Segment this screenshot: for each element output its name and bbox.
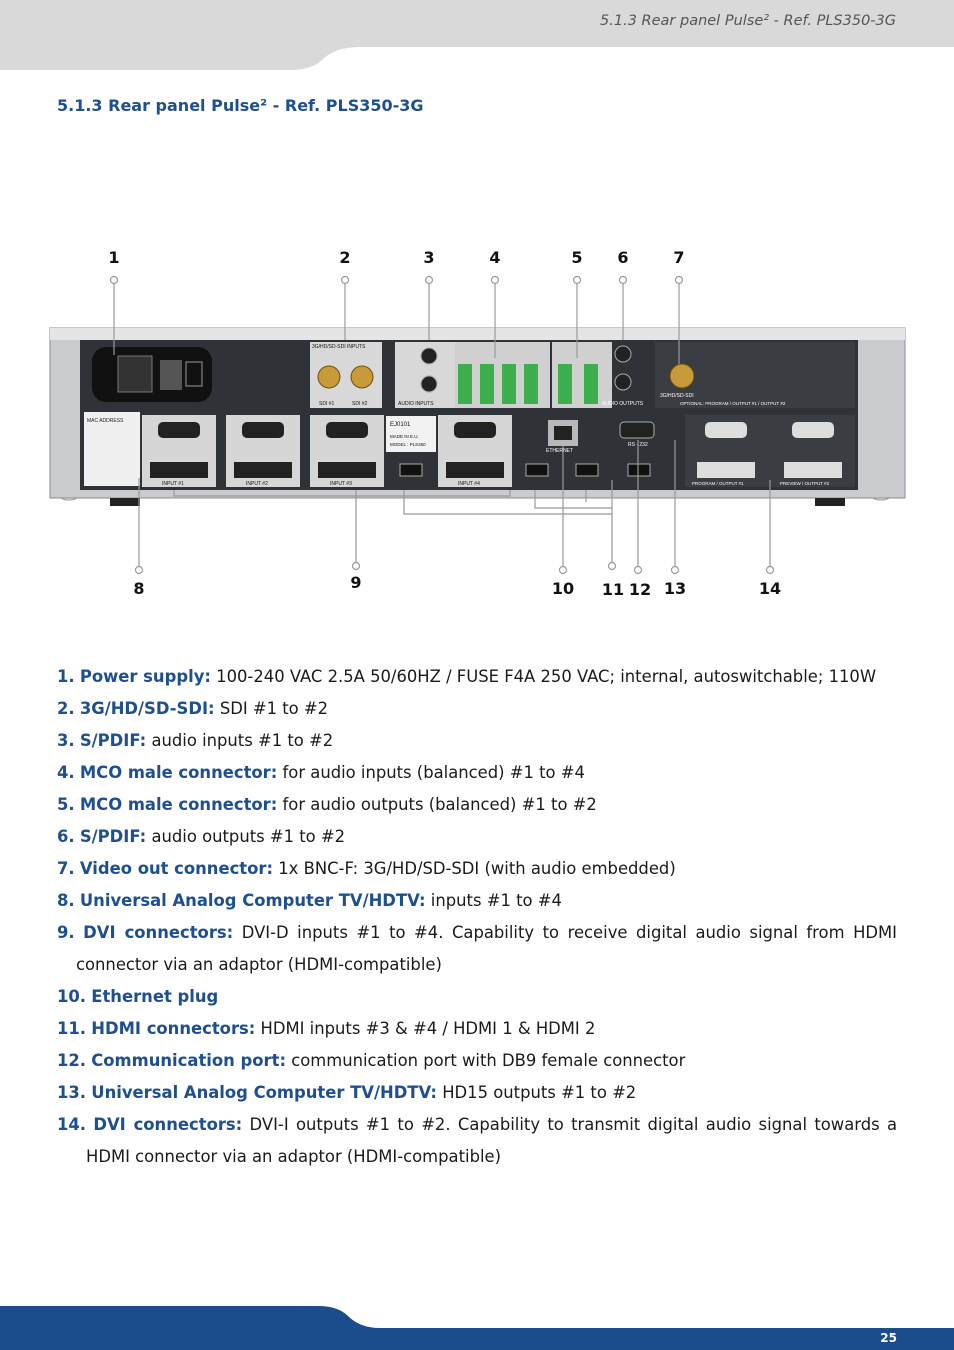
list-item: 10. Ethernet plug: [57, 987, 219, 1006]
program-out-label: PROGRAM / OUTPUT #1: [692, 481, 744, 486]
serial-label: EJ0101: [390, 422, 411, 428]
list-item: 3. S/PDIF: audio inputs #1 to #2: [57, 731, 334, 750]
input3-label: INPUT #3: [330, 481, 352, 487]
callout-7: 7: [673, 248, 685, 267]
mac-address-label: MAC ADDRESS: [87, 418, 124, 424]
sdi2-label: SDI #2: [352, 401, 368, 407]
list-item: 12. Communication port: communication po…: [57, 1051, 686, 1070]
callout-11: 11: [601, 580, 625, 599]
rear-panel-figure: MAC ADDRESS 3G/HD/SD-SDI INPUTS SDI #1 S…: [40, 240, 920, 610]
preview-out-label: PREVIEW / OUTPUT #2: [780, 481, 830, 486]
list-item: 5. MCO male connector: for audio outputs…: [57, 795, 597, 814]
input2-label: INPUT #2: [246, 481, 268, 487]
list-item: 8. Universal Analog Computer TV/HDTV: in…: [57, 891, 562, 910]
callout-1: 1: [108, 248, 120, 267]
header-band: [0, 0, 954, 70]
input1-label: INPUT #1: [162, 481, 184, 487]
list-item: 4. MCO male connector: for audio inputs …: [57, 763, 585, 782]
audio-outputs-label: AUDIO OUTPUTS: [602, 401, 644, 407]
sdi-out-label: 3G/HD/SD-SDI: [660, 393, 694, 399]
made-in-label: MADE IN E.U.: [390, 434, 419, 439]
callout-10: 10: [551, 579, 575, 598]
callout-13: 13: [663, 579, 687, 598]
list-item: 13. Universal Analog Computer TV/HDTV: H…: [57, 1083, 637, 1102]
callout-2: 2: [339, 248, 351, 267]
section-title: 5.1.3 Rear panel Pulse² - Ref. PLS350-3G: [57, 96, 424, 115]
ethernet-label: ETHERNET: [546, 448, 573, 454]
callout-9: 9: [350, 573, 362, 592]
optional-label: OPTIONAL: PROGRAM / OUTPUT #1 / OUTPUT #…: [680, 401, 786, 406]
sdi1-label: SDI #1: [319, 401, 335, 407]
list-item: 1. Power supply: 100-240 VAC 2.5A 50/60H…: [57, 667, 877, 686]
callout-6: 6: [617, 248, 629, 267]
audio-inputs-label: AUDIO INPUTS: [398, 401, 434, 407]
callout-3: 3: [423, 248, 435, 267]
callout-8: 8: [133, 579, 145, 598]
callout-4: 4: [489, 248, 501, 267]
callout-12: 12: [628, 580, 652, 599]
connector-legend-list: 1. Power supply: 100-240 VAC 2.5A 50/60H…: [57, 661, 897, 1173]
input4-label: INPUT #4: [458, 481, 480, 487]
callout-5: 5: [571, 248, 583, 267]
list-item: 2. 3G/HD/SD-SDI: SDI #1 to #2: [57, 699, 329, 718]
model-label: MODEL : PLS350: [390, 442, 426, 447]
list-item: 7. Video out connector: 1x BNC-F: 3G/HD/…: [57, 859, 676, 878]
list-item: 9. DVI connectors: DVI-D inputs #1 to #4…: [57, 923, 897, 974]
list-item: 14. DVI connectors: DVI-I outputs #1 to …: [57, 1115, 897, 1166]
list-item: 6. S/PDIF: audio outputs #1 to #2: [57, 827, 346, 846]
running-header: 5.1.3 Rear panel Pulse² - Ref. PLS350-3G: [600, 13, 896, 29]
list-item: 11. HDMI connectors: HDMI inputs #3 & #4…: [57, 1019, 596, 1038]
page-number: 25: [880, 1331, 897, 1345]
sdi-inputs-label: 3G/HD/SD-SDI INPUTS: [312, 344, 366, 350]
callout-14: 14: [758, 579, 782, 598]
rear-panel-illustration: MAC ADDRESS 3G/HD/SD-SDI INPUTS SDI #1 S…: [49, 275, 906, 575]
footer-band: [0, 1306, 954, 1350]
